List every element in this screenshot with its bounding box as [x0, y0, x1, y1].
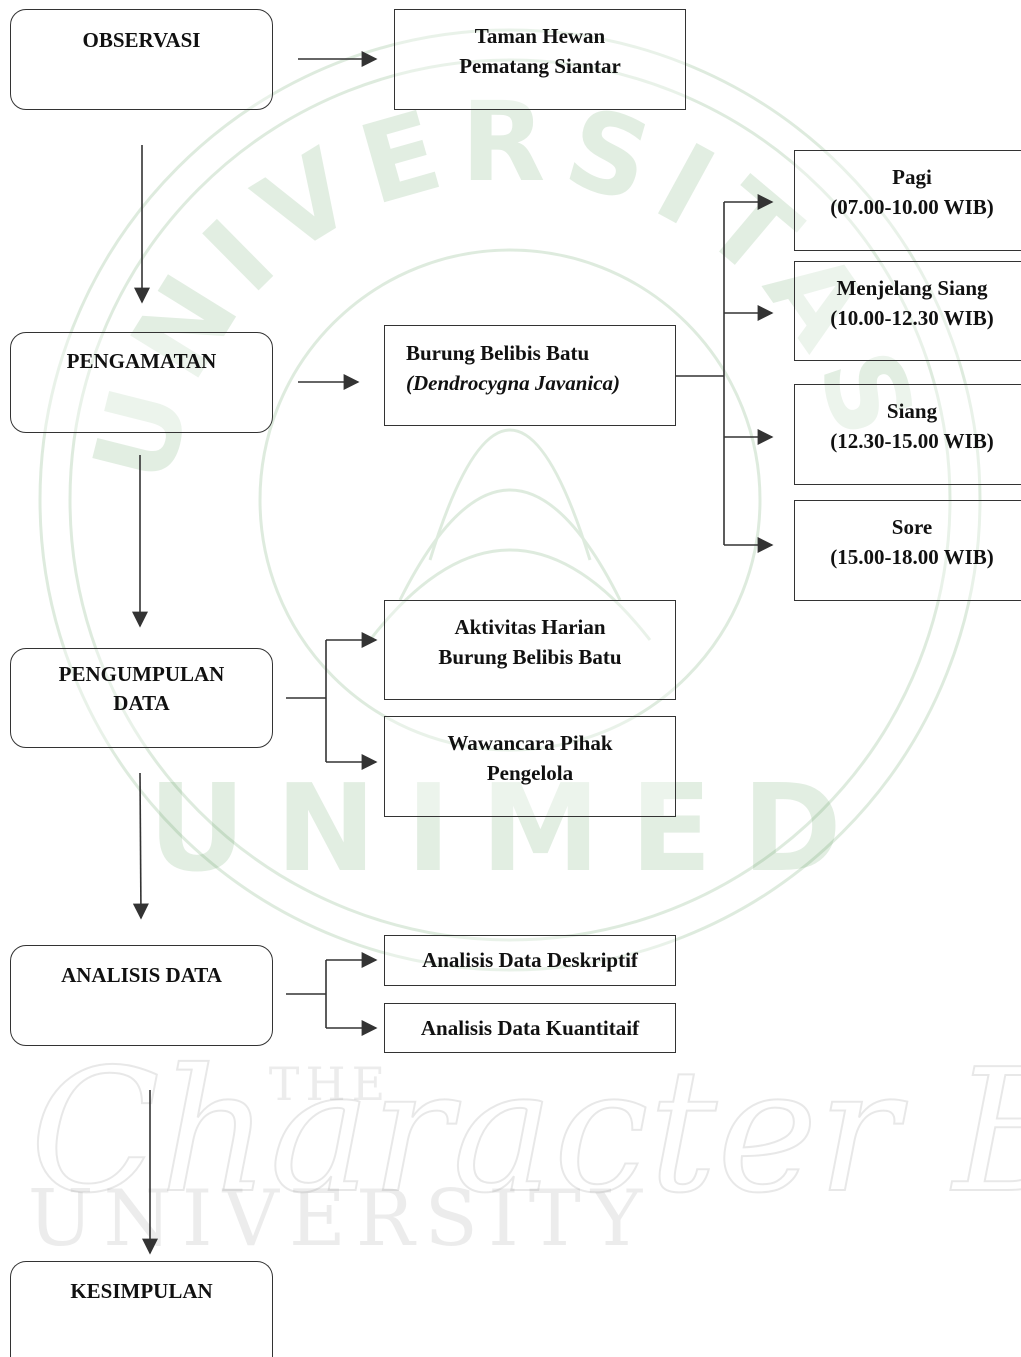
stage-analisis-data: ANALISIS DATA [10, 945, 273, 1046]
stage-pengumpulan-label-line2: DATA [113, 691, 170, 715]
svg-text:UNIVERSITY: UNIVERSITY [28, 1174, 653, 1264]
svg-text:UNIMED: UNIMED [148, 760, 872, 899]
stage-observasi: OBSERVASI [10, 9, 273, 110]
stage-kesimpulan: KESIMPULAN [10, 1261, 273, 1357]
analysis-descriptive-box: Analisis Data Deskriptif [384, 935, 676, 986]
subject-name: Burung Belibis Batu [406, 341, 590, 365]
subject-box: Burung Belibis Batu (Dendrocygna Javanic… [384, 325, 676, 426]
location-box: Taman Hewan Pematang Siantar [394, 9, 686, 110]
time-slot-name: Sore [891, 515, 933, 539]
time-slot-sore: Sore (15.00-18.00 WIB) [794, 500, 1021, 601]
stage-pengumpulan-label-line1: PENGUMPULAN [58, 662, 225, 686]
collection-activity-line1: Aktivitas Harian [454, 615, 606, 639]
analysis-descriptive-label: Analisis Data Deskriptif [422, 948, 638, 972]
time-slot-name: Pagi [892, 165, 932, 189]
stage-observasi-label: OBSERVASI [82, 28, 201, 52]
collection-interview-line2: Pengelola [486, 761, 574, 785]
arrow-pengumpulan-to-analisis [132, 772, 149, 920]
location-line1: Taman Hewan [474, 24, 606, 48]
stage-pengumpulan-data: PENGUMPULAN DATA [10, 648, 273, 748]
collection-activity-line2: Burung Belibis Batu [438, 645, 622, 669]
time-slot-hours: (12.30-15.00 WIB) [830, 429, 994, 453]
time-slot-hours: (07.00-10.00 WIB) [830, 195, 994, 219]
time-slot-pagi: Pagi (07.00-10.00 WIB) [794, 150, 1021, 251]
stage-pengamatan: PENGAMATAN [10, 332, 273, 433]
time-slot-name: Siang [886, 399, 938, 423]
analysis-quantitative-label: Analisis Data Kuantitaif [420, 1016, 640, 1040]
subject-latin: (Dendrocygna Javanica) [406, 371, 621, 395]
time-slot-menjelang-siang: Menjelang Siang (10.00-12.30 WIB) [794, 261, 1021, 361]
time-slot-hours: (10.00-12.30 WIB) [830, 306, 994, 330]
collection-activity-box: Aktivitas Harian Burung Belibis Batu [384, 600, 676, 700]
collection-interview-line1: Wawancara Pihak [447, 731, 613, 755]
stage-kesimpulan-label: KESIMPULAN [70, 1279, 213, 1303]
svg-text:THE: THE [269, 1057, 391, 1111]
time-slot-name: Menjelang Siang [836, 276, 988, 300]
time-slot-siang: Siang (12.30-15.00 WIB) [794, 384, 1021, 485]
collection-interview-box: Wawancara Pihak Pengelola [384, 716, 676, 817]
svg-text:Character Building: Character Building [30, 1033, 1021, 1231]
time-slot-hours: (15.00-18.00 WIB) [830, 545, 994, 569]
stage-analisis-label: ANALISIS DATA [61, 963, 222, 987]
stage-pengamatan-label: PENGAMATAN [66, 349, 217, 373]
location-line2: Pematang Siantar [459, 54, 621, 78]
analysis-quantitative-box: Analisis Data Kuantitaif [384, 1003, 676, 1053]
